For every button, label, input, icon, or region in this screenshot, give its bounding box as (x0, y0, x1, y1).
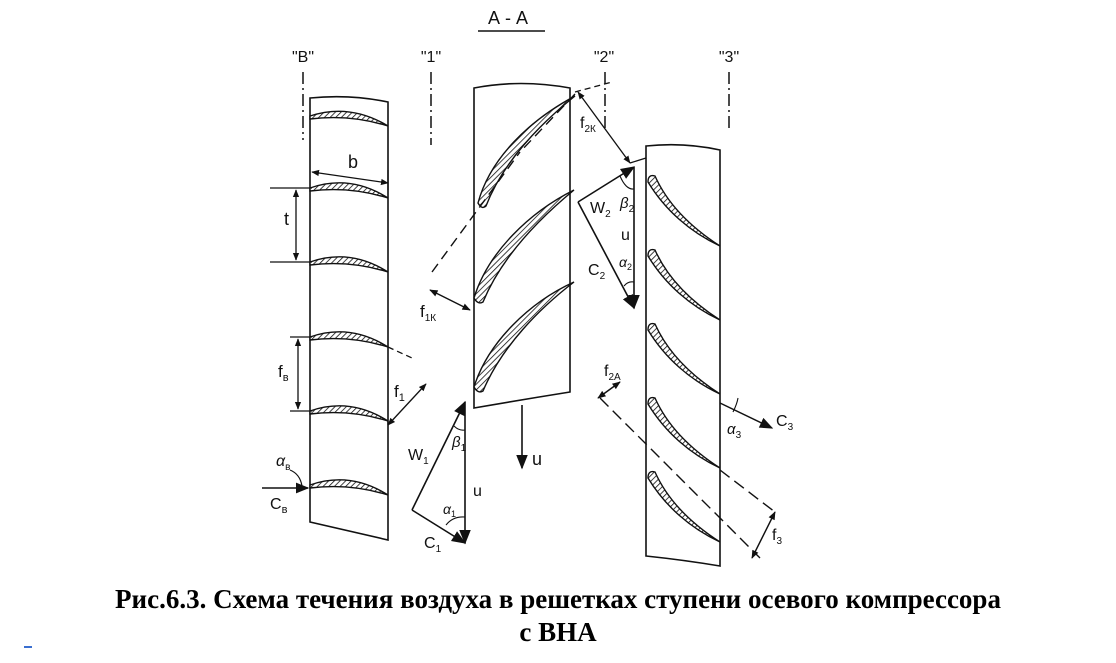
compressor-cascade-diagram: А - А "В" "1" "2" "3" b t (262, 8, 794, 567)
label-alpha2: α2 (619, 254, 632, 272)
label-c1: С1 (424, 535, 442, 555)
label-beta1: β1 (451, 434, 467, 454)
label-alpha-v: αв (276, 453, 290, 473)
dimension-f2k (574, 81, 647, 164)
velocity-triangle-1 (411, 400, 471, 545)
rotor-cascade (473, 82, 576, 409)
dimension-f2a-f3 (597, 381, 776, 559)
label-c2: С2 (588, 262, 606, 282)
label-f1: f1 (394, 382, 405, 404)
label-t: t (284, 209, 289, 229)
label-f1k: f1К (420, 302, 436, 324)
label-beta2: β2 (619, 195, 635, 215)
station-label-1: "1" (421, 49, 441, 66)
section-label: А - А (478, 8, 545, 32)
label-alpha1: α1 (443, 501, 456, 519)
station-label-2: "2" (594, 49, 614, 66)
velocity-triangle-2 (577, 166, 640, 310)
label-c-v: Св (270, 496, 288, 516)
label-c3: С3 (776, 413, 794, 433)
dimension-t (270, 187, 312, 263)
caption-line-1: Рис.6.3. Схема течения воздуха в решетка… (115, 584, 1001, 614)
caption-line-2: с ВНА (519, 617, 597, 647)
label-b: b (348, 152, 358, 172)
label-f2a: f2А (604, 363, 621, 383)
label-u1: u (473, 483, 482, 500)
label-f3: f3 (772, 527, 782, 547)
link-underline-mark (24, 646, 32, 648)
station-label-v: "В" (292, 49, 314, 66)
station-label-3: "3" (719, 49, 739, 66)
label-alpha3: α3 (727, 421, 742, 441)
outlet-flow-arrow (719, 397, 774, 429)
dimension-b (311, 169, 389, 190)
dimension-fv (290, 336, 312, 412)
dimension-f1k (429, 93, 576, 311)
inlet-flow-arrow (262, 469, 310, 494)
label-f2k: f2К (580, 115, 596, 135)
figure-caption: Рис.6.3. Схема течения воздуха в решетка… (0, 583, 1116, 649)
label-w2: W2 (590, 200, 611, 220)
stator-cascade (645, 143, 721, 567)
label-u-rotor: u (532, 449, 542, 469)
svg-text:А - А: А - А (488, 8, 528, 28)
label-u2: u (621, 227, 630, 244)
dimension-f1 (387, 346, 427, 426)
label-w1: W1 (408, 447, 429, 467)
label-fv: fв (278, 362, 289, 384)
